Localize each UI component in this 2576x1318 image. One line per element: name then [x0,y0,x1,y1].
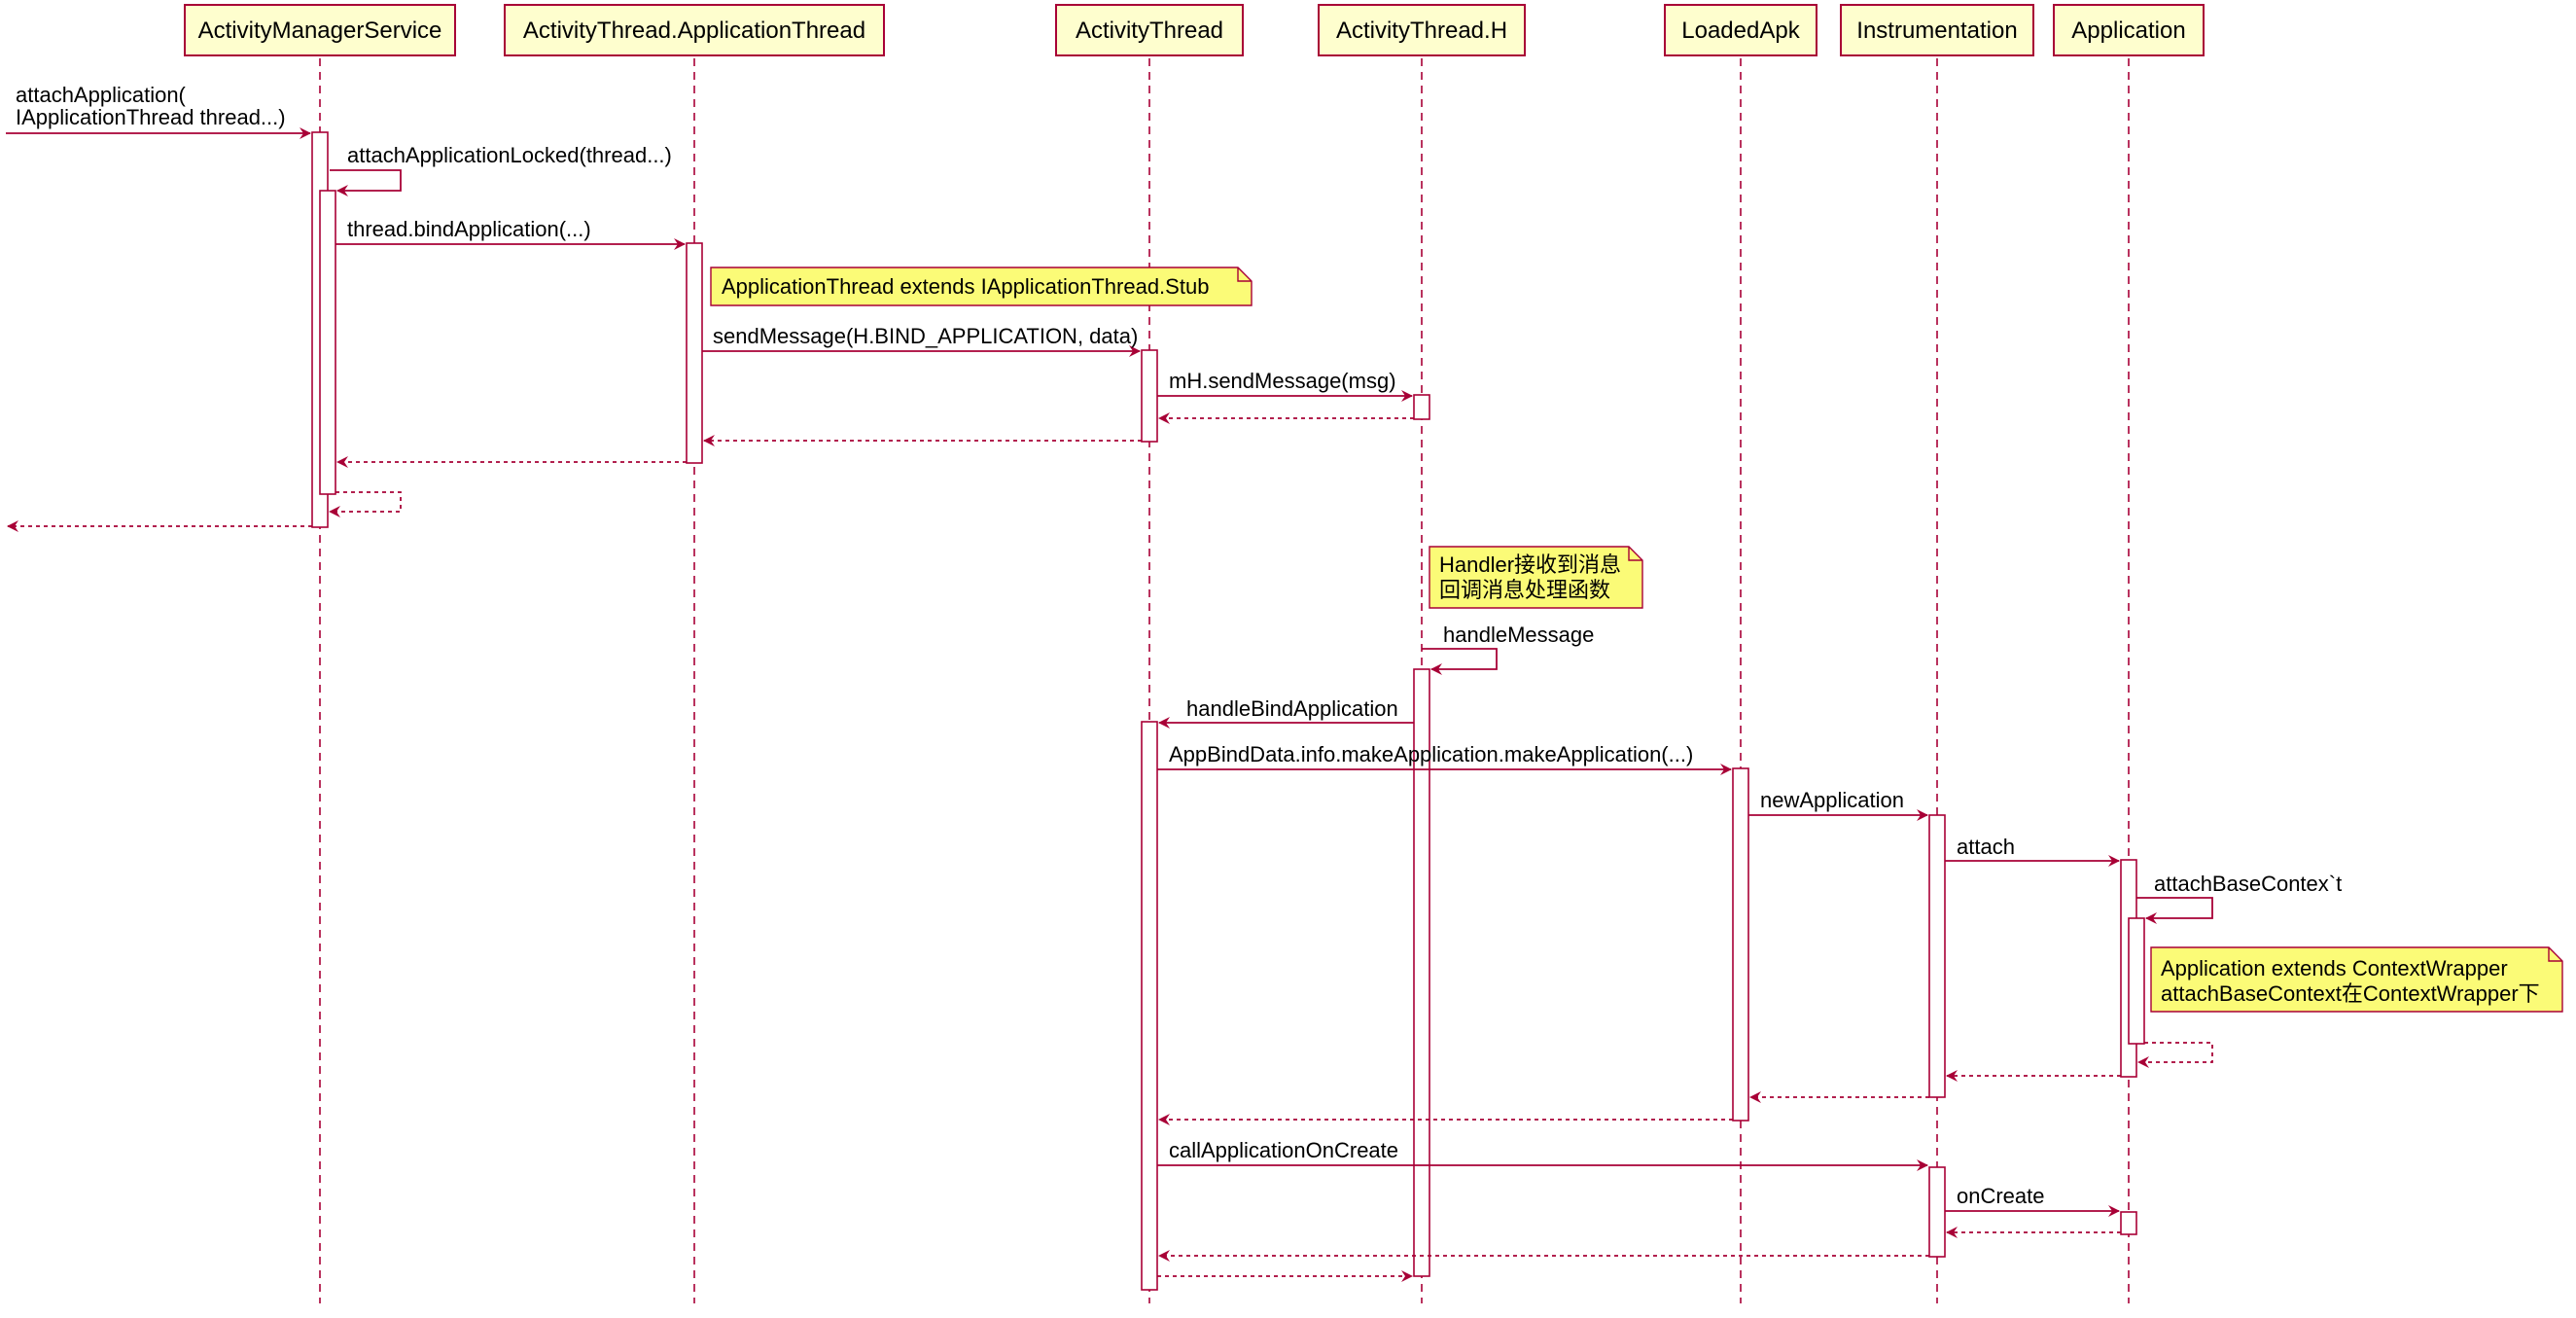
participant-label: Application [2071,18,2185,44]
message-label: thread.bindApplication(...) [347,217,591,241]
message-label: handleMessage [1443,623,1594,647]
note-text: Handler接收到消息 [1439,552,1621,577]
activation-h-1 [1413,394,1430,420]
message-label: newApplication [1760,788,1904,812]
participant-application: Application [2053,4,2205,56]
message-arrow [330,169,402,196]
participant-label: ActivityManagerService [198,18,442,44]
notes: ApplicationThread extends IApplicationTh… [710,267,2563,1013]
message-arrow [2136,897,2213,924]
note-text: ApplicationThread extends IApplicationTh… [722,274,1209,299]
message-label: AppBindData.info.makeApplication.makeApp… [1169,742,1693,766]
message-label: IApplicationThread thread...) [16,105,286,129]
participants: ActivityManagerService ActivityThread.Ap… [184,4,2205,56]
message-label: sendMessage(H.BIND_APPLICATION, data) [713,324,1138,348]
activation-application-3 [2120,1211,2137,1235]
activation-activity-thread-1 [1141,349,1158,443]
message-label: callApplicationOnCreate [1169,1138,1398,1162]
participant-loaded-apk: LoadedApk [1664,4,1817,56]
message-label: attach [1957,835,2015,859]
participant-label: ActivityThread.ApplicationThread [523,18,865,44]
activation-activity-thread-2 [1141,721,1158,1291]
message-label: attachBaseContex`t [2154,872,2342,896]
messages: attachApplication( IApplicationThread th… [6,83,2342,1282]
message-label: mH.sendMessage(msg) [1169,369,1396,393]
participant-activity-thread: ActivityThread [1055,4,1244,56]
note-application-thread-stub: ApplicationThread extends IApplicationTh… [710,267,1253,306]
note-text: Application extends ContextWrapper [2161,956,2508,980]
message-label: attachApplication( [16,83,187,107]
participant-label: Instrumentation [1856,18,2017,44]
note-handler-callback: Handler接收到消息 回调消息处理函数 [1429,546,1643,609]
participant-activity-thread-h: ActivityThread.H [1318,4,1526,56]
message-label: onCreate [1957,1184,2045,1208]
activation-instrumentation-1 [1928,814,1946,1098]
message-arrow [1422,648,1498,675]
activation-application-thread [686,242,703,464]
note-text: 回调消息处理函数 [1439,578,1610,602]
participant-label: ActivityThread.H [1336,18,1507,44]
lifelines [319,58,2130,1303]
activation-h-2 [1413,668,1430,1277]
participant-activity-manager-service: ActivityManagerService [184,4,456,56]
note-text: attachBaseContext在ContextWrapper下 [2161,981,2540,1006]
activation-ams-inner [319,190,336,495]
activation-loaded-apk [1732,767,1749,1122]
participant-label: ActivityThread [1076,18,1223,44]
activations [311,131,2145,1291]
message-label: attachApplicationLocked(thread...) [347,143,672,167]
message-label: handleBindApplication [1186,696,1398,721]
participant-label: LoadedApk [1681,18,1800,44]
activation-application-2 [2128,917,2145,1045]
participant-instrumentation: Instrumentation [1840,4,2034,56]
return-arrow [2137,1042,2213,1068]
note-context-wrapper: Application extends ContextWrapper attac… [2150,946,2563,1013]
activation-instrumentation-2 [1928,1166,1946,1258]
participant-application-thread: ActivityThread.ApplicationThread [504,4,885,56]
return-arrow [329,491,402,517]
